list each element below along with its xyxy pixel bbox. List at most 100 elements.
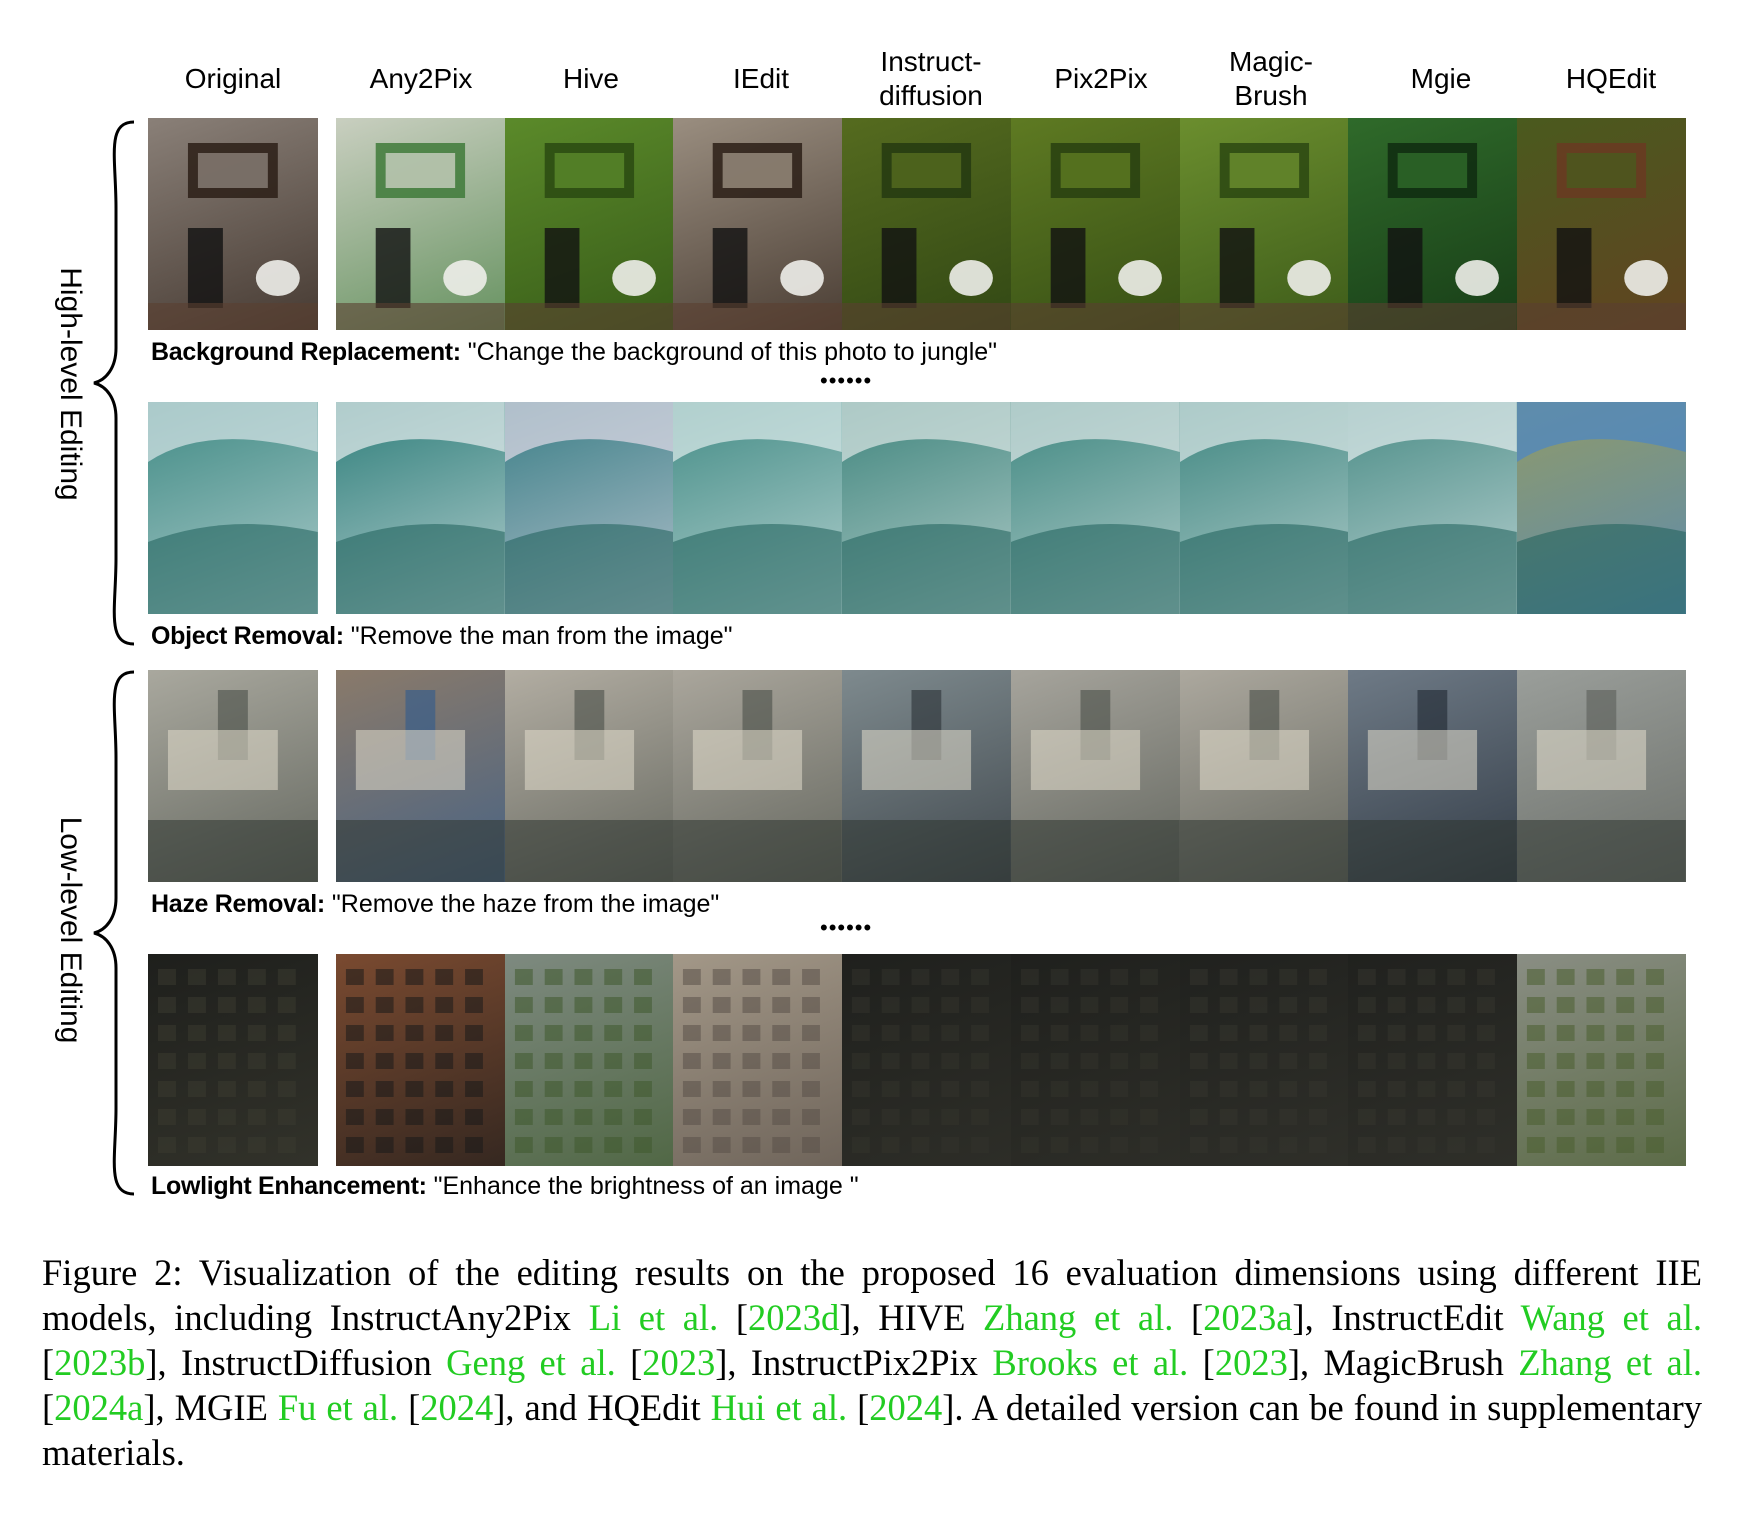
caption-label: Lowlight Enhancement: [151,1172,427,1200]
result-image-edited [1010,118,1180,330]
group-label-low-level: Low-level Editing [54,816,87,1044]
caption-background-replacement: Background Replacement: "Change the back… [151,338,997,367]
ellipsis-dots: •••••• [820,915,873,940]
caption-instruction: "Remove the haze from the image" [324,890,720,918]
caption-text: [ [1173,1297,1204,1338]
caption-text: ], HIVE [839,1297,984,1338]
citation-link[interactable]: 2023a [1203,1297,1293,1338]
result-image-edited [1179,954,1349,1166]
result-image-edited [842,670,1011,882]
caption-text: [ [42,1387,55,1428]
caption-lowlight-enhancement: Lowlight Enhancement: "Enhance the brigh… [151,1172,859,1201]
column-header: Any2Pix [369,63,473,94]
result-image-edited [673,118,843,330]
citation-link[interactable]: 2024a [54,1387,144,1428]
caption-object-removal: Object Removal: "Remove the man from the… [151,622,733,651]
citation-link[interactable]: Geng et al. [446,1342,616,1383]
caption-label: Haze Removal: [151,890,325,918]
ellipsis-dots: •••••• [820,368,873,393]
result-image-edited [335,402,505,614]
result-image-edited [1517,118,1687,330]
result-image-edited [1348,954,1518,1166]
result-image-original [148,118,318,330]
result-image-edited [1348,670,1518,882]
result-image-edited [1010,402,1180,614]
figure-caption: Figure 2: Visualization of the editing r… [42,1250,1702,1475]
citation-link[interactable]: 2023 [642,1342,716,1383]
result-image-edited [1179,118,1349,330]
result-image-edited [1010,954,1180,1166]
caption-instruction: "Enhance the brightness of an image " [426,1172,859,1200]
caption-text: ], InstructPix2Pix [715,1342,993,1383]
image-row-object-removal [148,402,1687,614]
citation-link[interactable]: 2023d [748,1297,840,1338]
column-header: Magic- Brush [1228,46,1313,111]
result-image-edited [1179,670,1349,882]
caption-text: [ [615,1342,643,1383]
result-image-edited [1179,402,1349,614]
result-image-edited [1517,670,1687,882]
column-header: Instruct- diffusion [879,46,983,111]
result-image-original [148,670,318,882]
caption-text: ], MGIE [143,1387,278,1428]
caption-text: ], InstructDiffusion [145,1342,447,1383]
citation-link[interactable]: 2024 [869,1387,943,1428]
high-level-brace [93,120,135,646]
result-image-edited [504,670,674,882]
caption-text: ], and HQEdit [493,1387,711,1428]
column-header: HQEdit [1565,63,1657,94]
citation-link[interactable]: Hui et al. [710,1387,848,1428]
citation-link[interactable]: Brooks et al. [992,1342,1189,1383]
low-level-brace [93,670,135,1196]
column-header: IEdit [732,63,790,94]
result-image-edited [673,954,843,1166]
caption-text: ]. A detailed version can be found in su… [42,1387,1703,1473]
citation-link[interactable]: Zhang et al. [983,1297,1174,1338]
citation-link[interactable]: Li et al. [588,1297,719,1338]
result-image-edited [842,402,1011,614]
result-image-edited [673,402,843,614]
citation-link[interactable]: 2023 [1214,1342,1288,1383]
caption-text: [ [398,1387,421,1428]
caption-text: Figure 2: Visualization of the editing r… [42,1252,1702,1338]
citation-link[interactable]: 2024 [420,1387,494,1428]
result-image-edited [1348,402,1518,614]
result-image-edited [335,118,505,330]
result-image-edited [504,402,674,614]
caption-instruction: "Change the background of this photo to … [460,338,998,366]
caption-text: [ [847,1387,870,1428]
result-image-edited [1517,402,1687,614]
caption-text: ], InstructEdit [1292,1297,1521,1338]
image-row-background-replacement [148,118,1687,330]
citation-link[interactable]: Fu et al. [277,1387,399,1428]
result-image-edited [335,954,505,1166]
caption-text: [ [718,1297,749,1338]
result-image-edited [1348,118,1518,330]
column-header: Pix2Pix [1054,63,1148,94]
result-image-edited [335,670,505,882]
caption-instruction: "Remove the man from the image" [343,622,733,650]
caption-text: [ [1188,1342,1215,1383]
result-image-edited [842,954,1011,1166]
citation-link[interactable]: 2023b [54,1342,146,1383]
result-image-edited [1517,954,1687,1166]
column-header: Original [184,63,282,94]
citation-link[interactable]: Zhang et al. [1518,1342,1703,1383]
citation-link[interactable]: Wang et al. [1520,1297,1703,1338]
column-header: Mgie [1410,63,1472,94]
result-image-original [148,402,318,614]
caption-label: Background Replacement: [151,338,461,366]
result-image-edited [504,118,674,330]
result-image-edited [1010,670,1180,882]
result-image-edited [673,670,843,882]
column-header: Hive [562,63,619,94]
result-image-edited [504,954,674,1166]
group-label-high-level: High-level Editing [54,267,87,501]
result-image-original [148,954,318,1166]
caption-label: Object Removal: [151,622,344,650]
caption-text: ], MagicBrush [1287,1342,1519,1383]
result-image-edited [842,118,1011,330]
image-row-haze-removal [148,670,1687,882]
caption-text: [ [42,1342,55,1383]
image-row-lowlight-enhancement [148,954,1687,1166]
